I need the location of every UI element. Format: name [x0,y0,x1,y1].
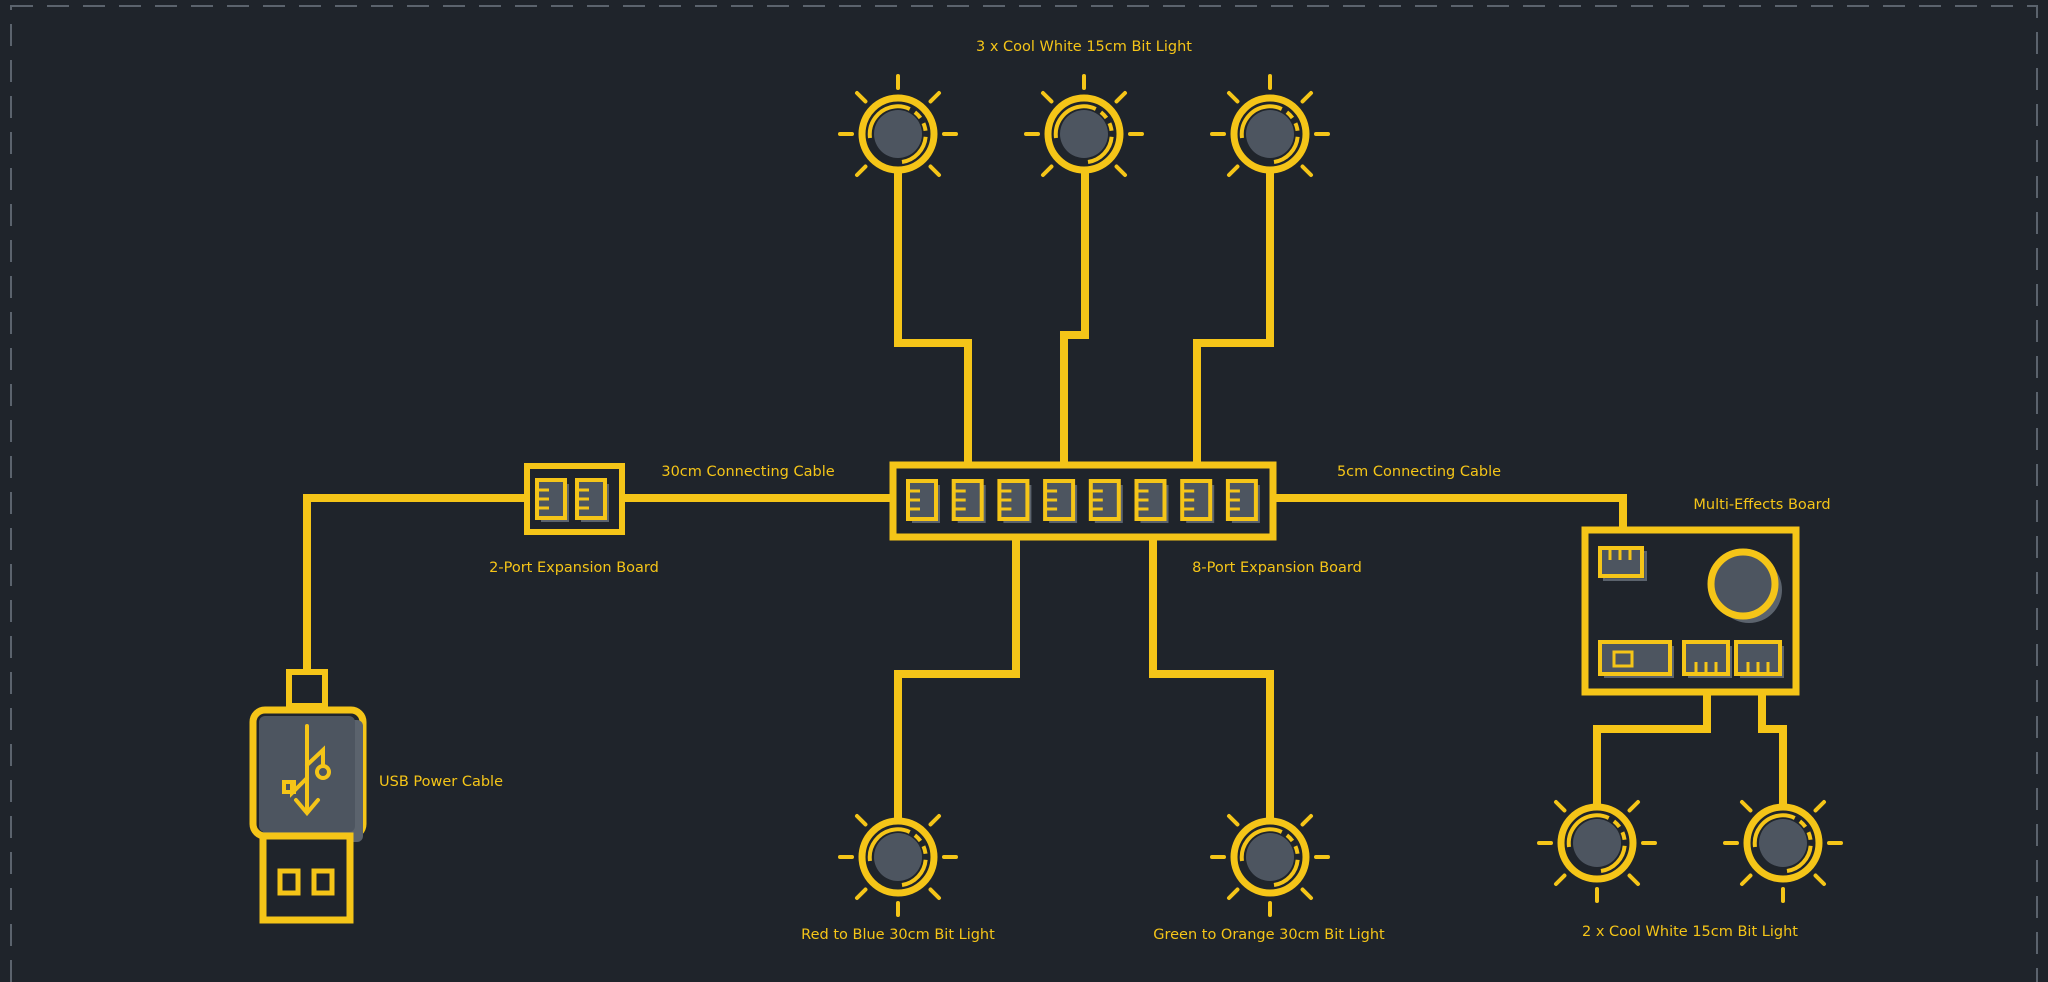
two-port-expansion-board [524,463,625,535]
usb-power-cable [249,669,367,924]
effects-knob-icon [1707,548,1779,620]
top-light-2-cable [1060,173,1089,465]
bottom-right-lights-label: 2 x Cool White 15cm Bit Light [1582,924,1798,940]
me-light-2-icon [1723,799,1843,903]
green-orange-light-label: Green to Orange 30cm Bit Light [1153,927,1385,943]
port-5 [1088,479,1123,523]
port-1 [535,478,569,522]
eight-port-expansion-board [889,461,1277,541]
top-light-1-icon [838,74,958,178]
green-orange-cable [1149,537,1274,818]
port-3 [997,479,1032,523]
top-lights-label: 3 x Cool White 15cm Bit Light [976,39,1192,55]
cable-30cm-label: 30cm Connecting Cable [661,464,834,480]
bit-lights [838,74,1843,917]
multi-effects-board [1581,526,1800,696]
cable-5cm-label: 5cm Connecting Cable [1337,464,1501,480]
port-6 [1134,479,1169,523]
multi-effects-board-label: Multi-Effects Board [1693,497,1830,513]
me-light-1-cable [1593,692,1711,804]
eight-port-board-label: 8-Port Expansion Board [1192,560,1362,576]
port-1 [906,479,940,523]
me-light-1-icon [1537,799,1657,903]
usb-cable-label: USB Power Cable [379,774,503,790]
cable-5cm-line [1273,494,1627,530]
red-blue-cable [894,537,1020,818]
effects-switch [1598,640,1672,676]
me-light-2-cable [1758,692,1787,804]
green-orange-light-icon [1210,813,1330,917]
port-4 [1043,479,1078,523]
top-light-3-icon [1210,74,1330,178]
top-light-3-cable [1193,173,1274,465]
port-8 [1225,479,1260,523]
cables [303,173,1787,818]
two-port-board-label: 2-Port Expansion Board [489,560,659,576]
red-blue-light-icon [838,813,958,917]
dashed-frame [10,5,2038,982]
top-light-2-icon [1024,74,1144,178]
usb-cable-line [303,494,527,672]
port-2 [575,478,609,522]
port-2 [951,479,986,523]
usb-symbol-icon [282,724,331,817]
red-blue-light-label: Red to Blue 30cm Bit Light [801,927,995,943]
port-7 [1180,479,1215,523]
top-light-1-cable [894,173,972,465]
